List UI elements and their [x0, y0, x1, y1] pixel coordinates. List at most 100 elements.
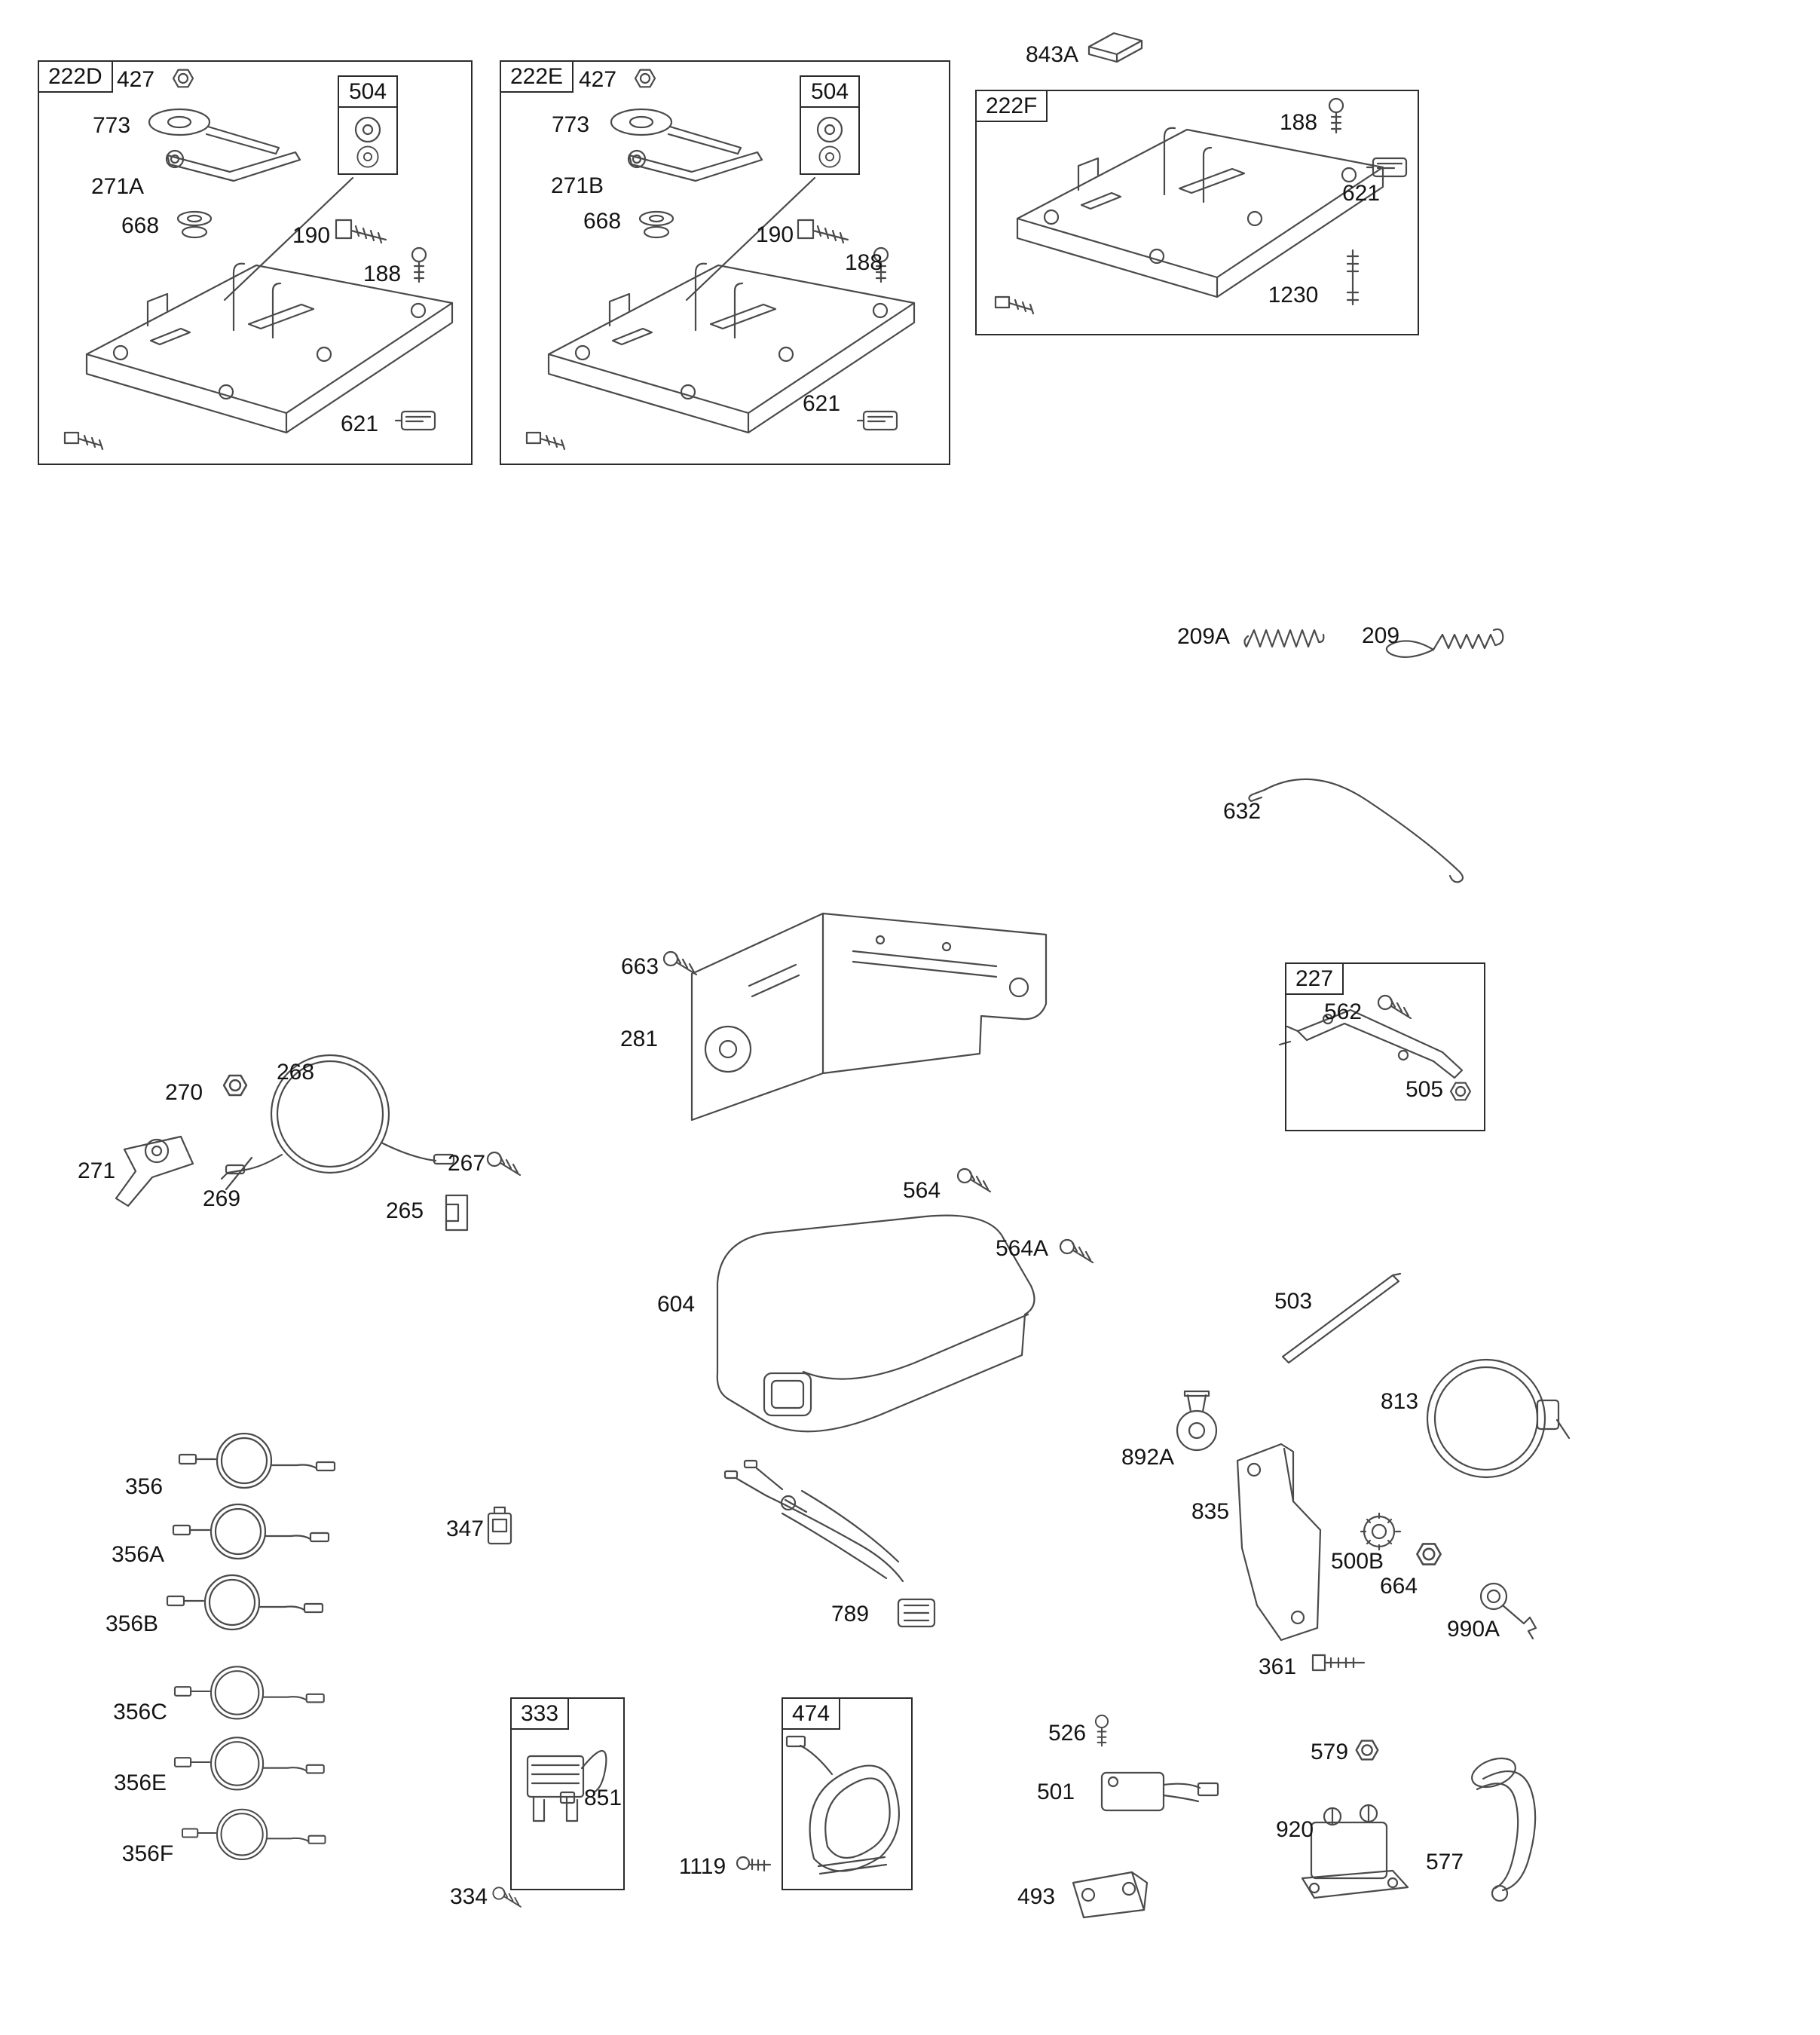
group-box-label-504-left: 504: [339, 77, 396, 108]
group-box-333: 333: [510, 1697, 625, 1890]
group-box-label-222D: 222D: [38, 60, 113, 93]
part-label-577: 577: [1425, 1850, 1464, 1874]
sketch-spring-209: [1385, 628, 1504, 658]
part-label-813: 813: [1380, 1389, 1419, 1414]
part-label-209: 209: [1361, 623, 1400, 648]
sketch-bolt-361: [1311, 1654, 1366, 1672]
group-box-label-333: 333: [510, 1697, 570, 1730]
sketch-nut-664: [1416, 1543, 1442, 1565]
sketch-lever-227: [1278, 994, 1472, 1101]
part-label-493: 493: [1017, 1884, 1056, 1909]
group-box-504-right: 504: [800, 75, 860, 175]
part-label-271A: 271A: [90, 174, 145, 199]
sketch-wire-356c: [173, 1666, 325, 1720]
part-label-789: 789: [830, 1602, 870, 1626]
sketch-wire-356: [178, 1432, 336, 1489]
part-label-188: 188: [844, 250, 883, 275]
part-label-604: 604: [656, 1292, 696, 1317]
part-label-920: 920: [1275, 1817, 1314, 1842]
part-label-427: 427: [578, 67, 617, 92]
part-label-270: 270: [164, 1080, 203, 1105]
part-label-990A: 990A: [1446, 1617, 1500, 1642]
sketch-bracket-493: [1072, 1871, 1149, 1919]
sketch-cable-268: [220, 1054, 455, 1180]
part-label-663: 663: [620, 954, 659, 979]
sketch-breather-892a: [1176, 1390, 1218, 1452]
part-label-188: 188: [362, 262, 402, 286]
part-label-334: 334: [449, 1884, 488, 1909]
group-box-label-222E: 222E: [500, 60, 574, 93]
sketch-harness-789: [723, 1459, 936, 1628]
part-label-503: 503: [1274, 1289, 1313, 1314]
group-box-label-504-right: 504: [801, 77, 858, 108]
part-label-773: 773: [92, 113, 131, 138]
part-label-564A: 564A: [995, 1236, 1049, 1261]
sketch-wire-356b: [166, 1574, 324, 1631]
part-label-271: 271: [77, 1158, 116, 1183]
part-label-851: 851: [583, 1786, 622, 1810]
part-label-632: 632: [1222, 799, 1262, 824]
sketch-housing-281: [690, 912, 1048, 1122]
part-label-269: 269: [202, 1186, 241, 1211]
group-box-222E: 222E: [500, 60, 950, 465]
part-label-356C: 356C: [113, 1700, 167, 1724]
sketch-clip-265: [445, 1194, 469, 1232]
group-box-504-left: 504: [338, 75, 398, 175]
part-label-1230: 1230: [1268, 283, 1319, 308]
sketch-screw-564: [956, 1167, 992, 1193]
sketch-clamp-813: [1426, 1358, 1571, 1479]
sketch-screw-1119: [736, 1856, 772, 1872]
part-label-356: 356: [124, 1474, 164, 1499]
part-label-268: 268: [276, 1060, 315, 1085]
part-label-892A: 892A: [1121, 1445, 1175, 1470]
sketch-spring-209a: [1243, 629, 1325, 648]
sketch-solenoid-920: [1301, 1804, 1409, 1899]
sketch-bracket-835: [1236, 1443, 1322, 1642]
part-label-564: 564: [902, 1178, 941, 1203]
sketch-screw-267: [486, 1151, 522, 1177]
part-label-835: 835: [1191, 1499, 1230, 1524]
part-label-209A: 209A: [1176, 624, 1231, 649]
part-label-190: 190: [292, 223, 331, 248]
group-box-label-227: 227: [1285, 962, 1344, 995]
part-label-668: 668: [121, 213, 160, 238]
part-label-265: 265: [385, 1198, 424, 1223]
part-label-621: 621: [802, 391, 841, 416]
part-label-427: 427: [116, 67, 155, 92]
part-label-668: 668: [583, 209, 622, 234]
sketch-lever-271: [115, 1135, 194, 1207]
part-label-500B: 500B: [1330, 1549, 1384, 1574]
sketch-switch-347: [487, 1506, 512, 1545]
sketch-coil-474: [785, 1735, 900, 1875]
group-box-474: 474: [782, 1697, 913, 1890]
group-box-222F: 222F: [975, 90, 1419, 335]
part-label-267: 267: [447, 1151, 486, 1176]
part-label-562: 562: [1323, 999, 1363, 1024]
part-label-188: 188: [1279, 110, 1318, 135]
part-label-773: 773: [551, 112, 590, 137]
leader-line-269: [225, 1156, 253, 1191]
part-label-526: 526: [1048, 1721, 1087, 1746]
part-label-1119: 1119: [678, 1854, 726, 1879]
part-label-356B: 356B: [105, 1611, 159, 1636]
sketch-handle-577: [1471, 1757, 1537, 1902]
part-label-579: 579: [1310, 1740, 1349, 1764]
part-label-361: 361: [1258, 1654, 1297, 1679]
sketch-group-222f: [994, 97, 1408, 315]
sketch-wire-356f: [181, 1808, 326, 1860]
sketch-wire-356a: [172, 1503, 330, 1560]
part-label-621: 621: [340, 412, 379, 436]
part-label-843A: 843A: [1025, 42, 1079, 67]
part-label-356F: 356F: [121, 1841, 174, 1866]
sketch-screw-334: [492, 1887, 522, 1908]
part-label-356E: 356E: [113, 1770, 167, 1795]
sketch-cover-843a: [1087, 32, 1143, 63]
part-label-281: 281: [619, 1027, 659, 1051]
sketch-cover-604: [716, 1214, 1035, 1433]
sketch-wire-356e: [173, 1737, 325, 1791]
sketch-armature-333: [526, 1749, 607, 1822]
part-label-501: 501: [1036, 1779, 1075, 1804]
sketch-screw-663: [662, 950, 698, 976]
